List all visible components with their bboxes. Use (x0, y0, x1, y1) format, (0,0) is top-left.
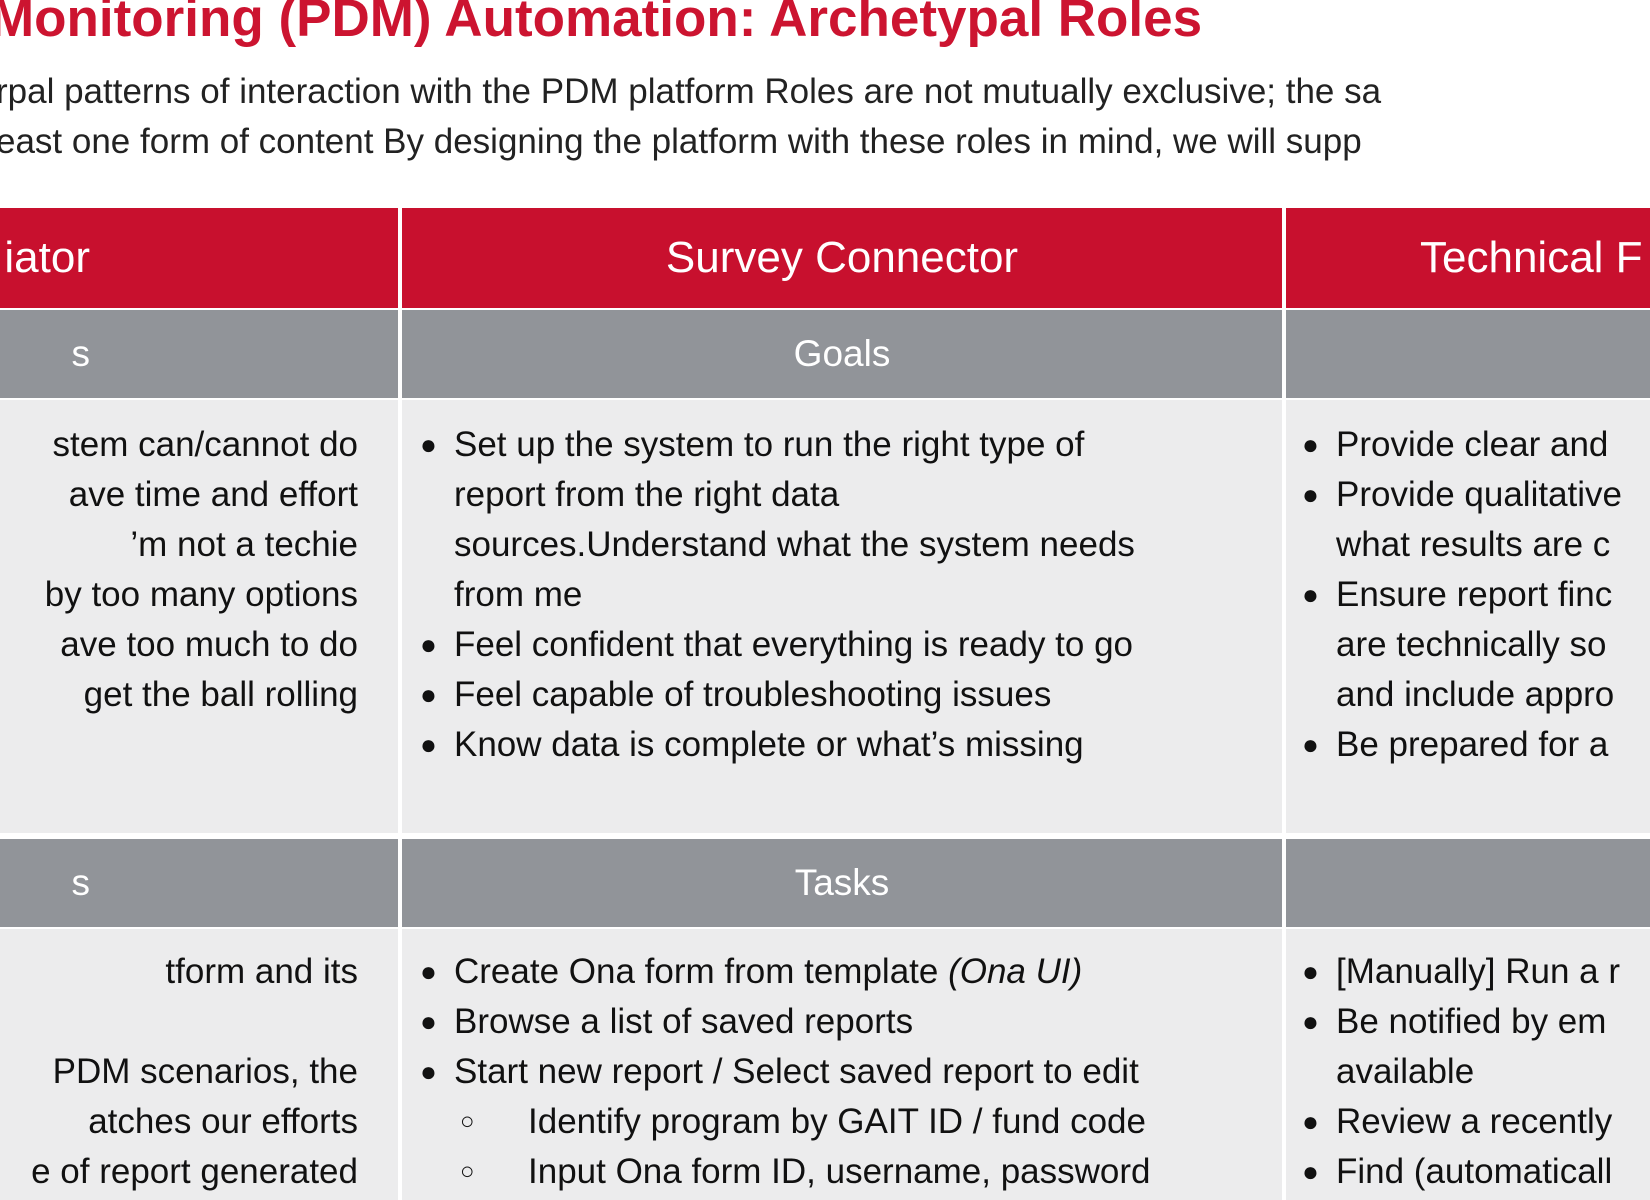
bullet-icon: ● (420, 429, 437, 460)
goals-label-col2 (1286, 310, 1650, 398)
goal-line: ave too much to do (60, 625, 358, 664)
page-title: Monitoring (PDM) Automation: Archetypal … (0, 0, 1203, 48)
bullet-icon: ● (1302, 729, 1319, 760)
tasks-content-col2: ● [Manually] Run a r ● Be notified by em… (1286, 929, 1650, 1200)
task-subitem: ○ Input Ona form ID, username, password (402, 1147, 1282, 1197)
goal-line: get the ball rolling (83, 675, 358, 714)
goal-line: stem can/cannot do (52, 425, 358, 464)
task-line: atches our efforts (88, 1102, 358, 1141)
bullet-icon: ● (420, 629, 437, 660)
bullet-icon: ● (1302, 579, 1319, 610)
bullet-icon: ● (1302, 429, 1319, 460)
intro-line-1: rpal patterns of interaction with the PD… (0, 72, 1382, 111)
tasks-label-col1: Tasks (402, 839, 1282, 927)
task-item: ● Be notified by em (1286, 997, 1650, 1047)
goal-line: by too many options (44, 575, 358, 614)
goal-item: ● Provide qualitative (1286, 470, 1650, 520)
goal-item-continued: from me (454, 575, 583, 614)
role-header-initiator: iator (0, 208, 398, 308)
circle-bullet-icon: ○ (460, 1108, 475, 1135)
goal-line: ave time and effort (68, 475, 358, 514)
goal-line: ’m not a techie (130, 525, 358, 564)
goal-item-continued: report from the right data (454, 475, 840, 514)
bullet-icon: ● (420, 679, 437, 710)
goal-item-continued: and include appro (1336, 675, 1615, 714)
task-item-continued: available (1336, 1052, 1475, 1091)
tasks-label-col2 (1286, 839, 1650, 927)
task-line: PDM scenarios, the (52, 1052, 358, 1091)
goal-item-continued: sources.Understand what the system needs (454, 525, 1135, 564)
goal-item: ● Be prepared for a (1286, 720, 1650, 770)
goal-item: ● Feel confident that everything is read… (402, 620, 1282, 670)
goals-label-col0: s (0, 310, 398, 398)
role-header-survey-connector: Survey Connector (402, 208, 1282, 308)
goal-item: ● Feel capable of troubleshooting issues (402, 670, 1282, 720)
bullet-icon: ● (420, 1006, 437, 1037)
intro-line-2: east one form of content By designing th… (0, 122, 1362, 161)
bullet-icon: ● (1302, 1156, 1319, 1187)
task-line: e of report generated (31, 1152, 358, 1191)
tasks-content-col1: ● Create Ona form from template (Ona UI)… (402, 929, 1282, 1200)
goal-item: ● Ensure report finc (1286, 570, 1650, 620)
bullet-icon: ● (1302, 1006, 1319, 1037)
goals-content-col0: stem can/cannot do ave time and effort ’… (0, 400, 398, 833)
task-line: tform and its (165, 952, 358, 991)
goal-item-continued: what results are c (1336, 525, 1611, 564)
goal-item: ● Provide clear and (1286, 420, 1650, 470)
tasks-label-col0: s (0, 839, 398, 927)
goals-label-col1: Goals (402, 310, 1282, 398)
task-item: ● Start new report / Select saved report… (402, 1047, 1282, 1097)
bullet-icon: ● (1302, 956, 1319, 987)
tasks-content-col0: tform and its PDM scenarios, the atches … (0, 929, 398, 1200)
task-item: ● Find (automaticall (1286, 1147, 1650, 1197)
task-item: ● Browse a list of saved reports (402, 997, 1282, 1047)
bullet-icon: ● (420, 729, 437, 760)
bullet-icon: ● (420, 1056, 437, 1087)
role-header-technical: Technical F (1286, 208, 1650, 308)
task-item: ● [Manually] Run a r (1286, 947, 1650, 997)
task-item: ● Review a recently (1286, 1097, 1650, 1147)
bullet-icon: ● (1302, 479, 1319, 510)
circle-bullet-icon: ○ (460, 1158, 475, 1185)
goals-content-col2: ● Provide clear and ● Provide qualitativ… (1286, 400, 1650, 833)
bullet-icon: ● (1302, 1106, 1319, 1137)
goals-content-col1: ● Set up the system to run the right typ… (402, 400, 1282, 833)
goal-item-continued: are technically so (1336, 625, 1607, 664)
bullet-icon: ● (420, 956, 437, 987)
ona-ui-note: (Ona UI) (948, 952, 1083, 991)
goal-item: ● Set up the system to run the right typ… (402, 420, 1282, 470)
task-item: ● Create Ona form from template (Ona UI) (402, 947, 1282, 997)
task-line (0, 997, 398, 1047)
goal-item: ● Know data is complete or what’s missin… (402, 720, 1282, 770)
task-subitem: ○ Identify program by GAIT ID / fund cod… (402, 1097, 1282, 1147)
